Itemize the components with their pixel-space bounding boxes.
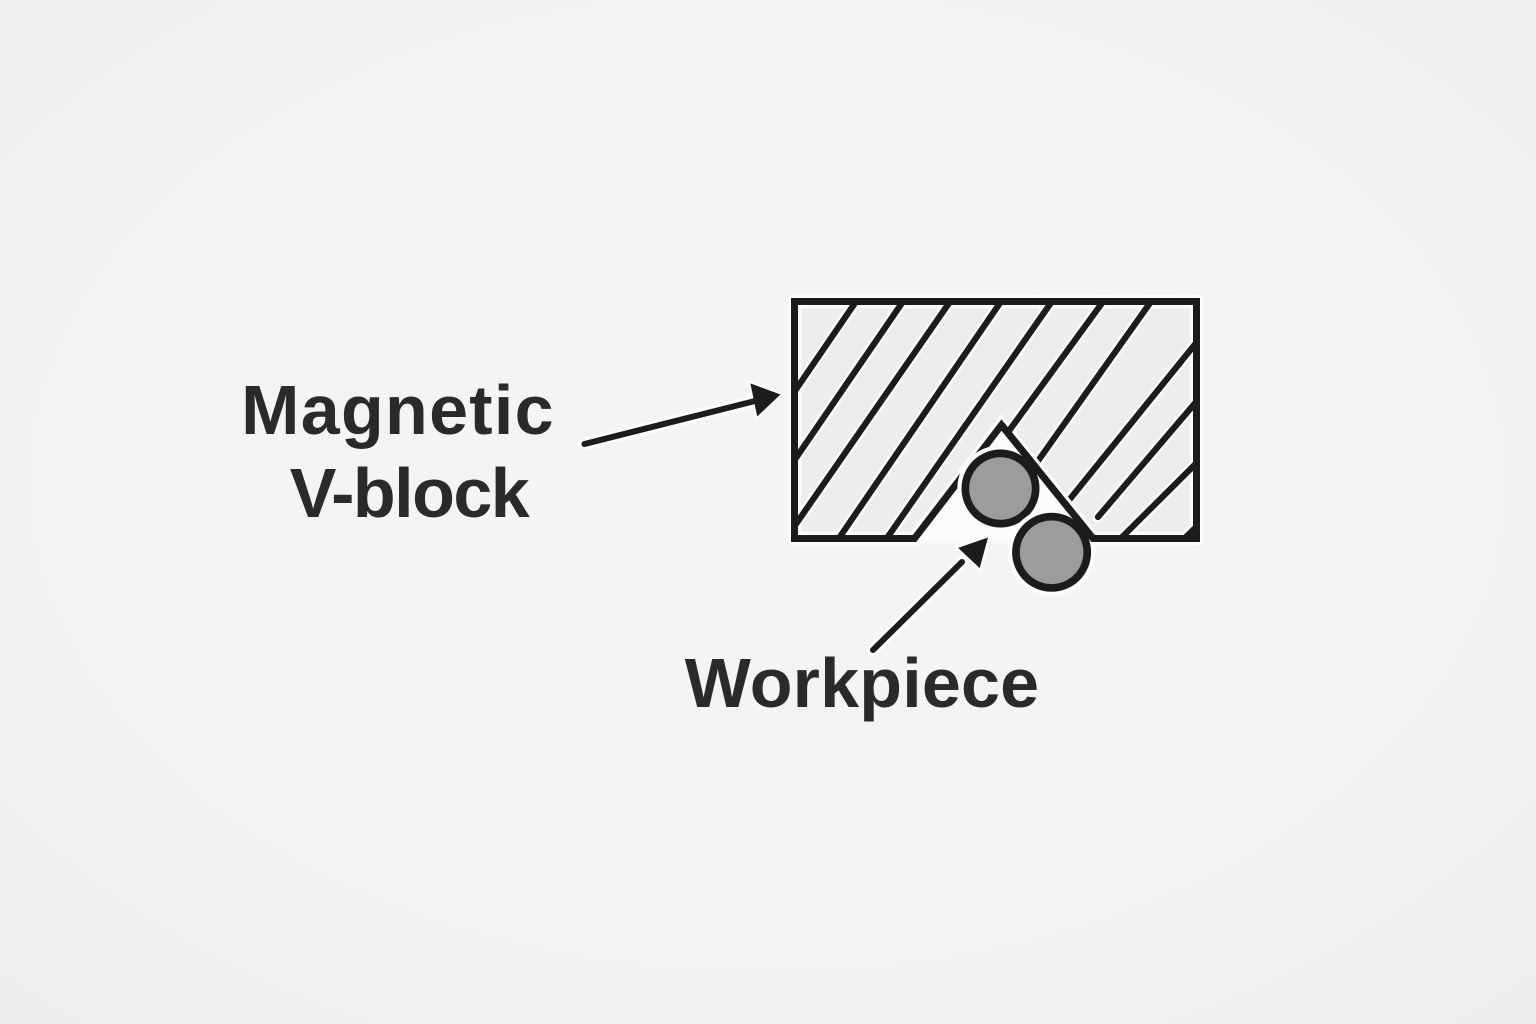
svg-text:Workpiece: Workpiece bbox=[685, 644, 1040, 722]
svg-text:Magnetic: Magnetic bbox=[241, 371, 555, 449]
svg-text:V-block: V-block bbox=[290, 454, 530, 532]
